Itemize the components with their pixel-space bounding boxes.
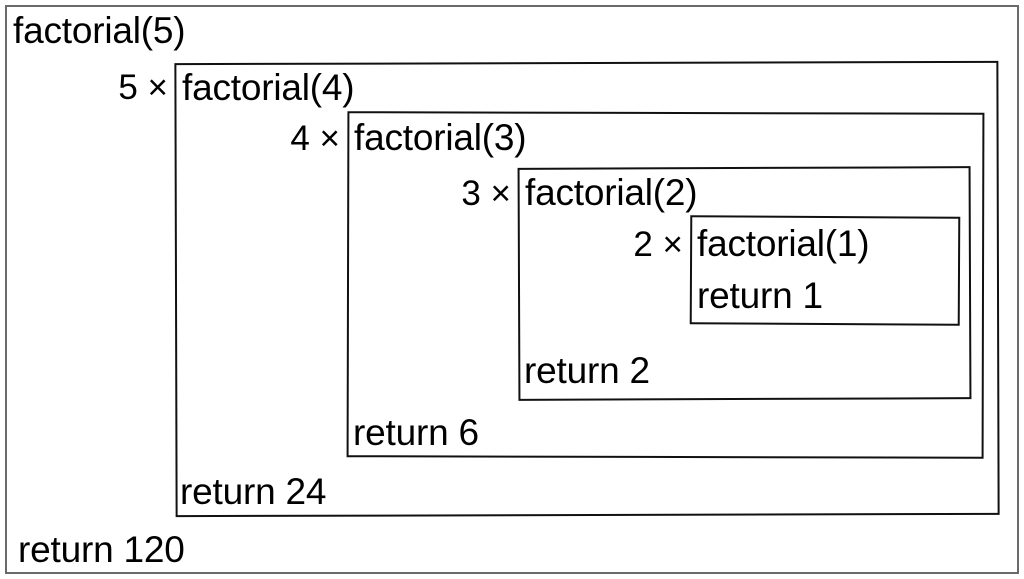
multiplier-label-factorial-2: 3 × (461, 174, 511, 213)
call-label-factorial-1: factorial(1) (697, 223, 870, 264)
multiplier-label-factorial-3: 4 × (290, 119, 340, 158)
multiplier-label-factorial-1: 2 × (633, 225, 683, 264)
return-label-factorial-4: return 24 (180, 471, 327, 512)
return-label-factorial-2: return 2 (524, 350, 650, 391)
call-frame-factorial-5 (5, 5, 1019, 574)
call-label-factorial-2: factorial(2) (525, 172, 698, 213)
call-label-factorial-5: factorial(5) (13, 10, 186, 51)
call-label-factorial-3: factorial(3) (354, 117, 527, 158)
return-label-factorial-1: return 1 (697, 275, 823, 316)
multiplier-label-factorial-4: 5 × (118, 68, 168, 107)
return-label-factorial-5: return 120 (18, 529, 185, 570)
call-label-factorial-4: factorial(4) (182, 67, 355, 108)
return-label-factorial-3: return 6 (353, 412, 479, 453)
